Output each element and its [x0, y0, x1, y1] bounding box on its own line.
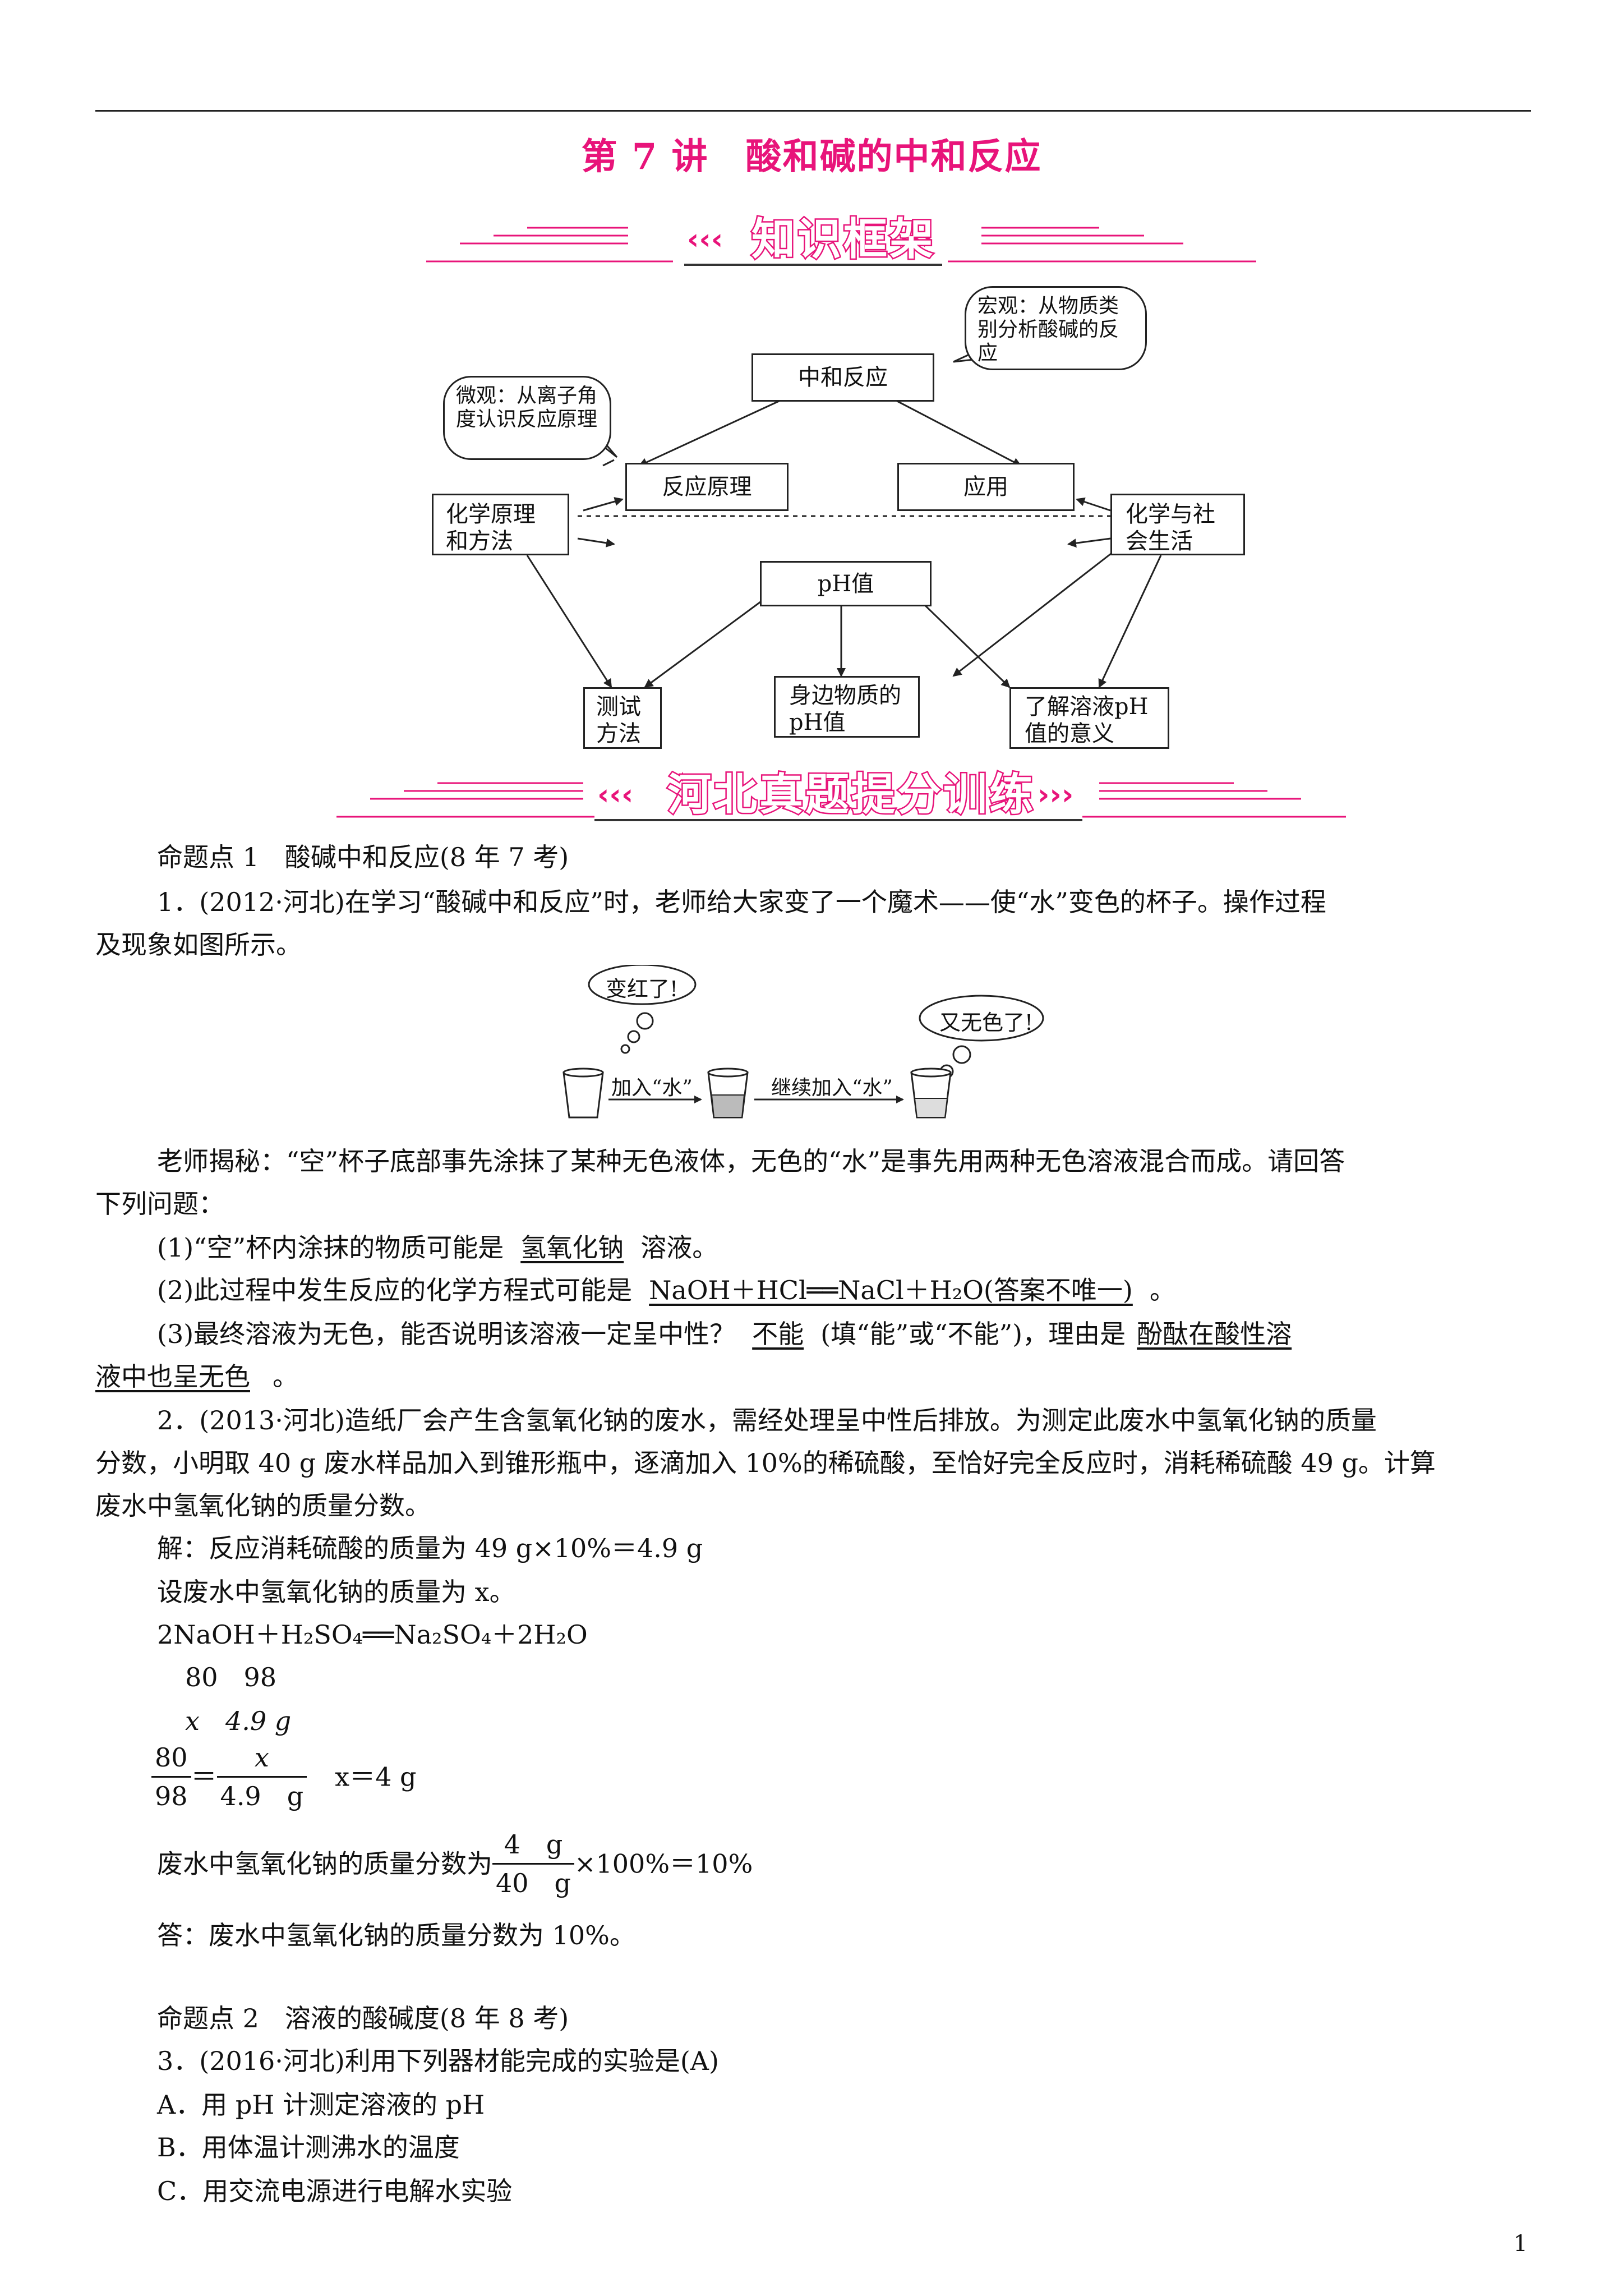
fraction-denominator: 40 g — [496, 1868, 571, 1898]
q1-part3-prompt: (3)最终溶液为无色，能否说明该溶液一定呈中性？ — [157, 1319, 736, 1349]
macro-bubble: 宏观：从物质类别分析酸碱的反应 — [965, 286, 1147, 370]
box-principle: 反应原理 — [625, 463, 789, 511]
fraction-numerator: 80 — [151, 1739, 191, 1778]
fraction-numerator: x — [216, 1739, 307, 1778]
q1-part1-suffix: 溶液。 — [640, 1232, 718, 1263]
q1-part3-cont: 液中也呈无色。 — [95, 1355, 298, 1398]
q1-part3-mid: (填“能”或“不能”)，理由是 — [820, 1319, 1126, 1349]
solution-answer: 答：废水中氢氧化钠的质量分数为 10%。 — [157, 1920, 635, 1950]
section-header-decoration: ‹‹‹ ››› — [426, 223, 1256, 266]
q1-part3-reason-cont: 液中也呈无色 — [95, 1361, 250, 1392]
micro-bubble: 微观：从离子角度认识反应原理 — [443, 376, 611, 460]
q1-line1: 1．(2012·河北)在学习“酸碱中和反应”时，老师给大家变了一个魔术——使“水… — [157, 887, 1326, 917]
section-title-training: 河北真题提分训练 — [666, 768, 1036, 822]
q2-line2: 分数，小明取 40 g 废水样品加入到锥形瓶中，逐滴加入 10%的稀硫酸，至恰好… — [95, 1448, 1436, 1478]
q1-reveal-line1: 老师揭秘：“空”杯子底部事先涂抹了某种无色液体，无色的“水”是事先用两种无色溶液… — [157, 1146, 1345, 1176]
question-point-1: 命题点 1 酸碱中和反应(8 年 7 考) — [157, 842, 569, 872]
section-header-training: ‹‹‹ ››› 河北真题提分训练 — [0, 763, 1623, 830]
q1-reveal-line2: 下列问题： — [95, 1189, 224, 1219]
q3-option-b: B．用体温计测沸水的温度 — [157, 2132, 460, 2162]
q1-part1-answer: 氢氧化钠 — [520, 1232, 624, 1263]
mass-fraction-prefix: 废水中氢氧化钠的质量分数为 — [157, 1848, 492, 1879]
box-ph-meaning: 了解溶液pH值的意义 — [1009, 687, 1169, 749]
lecture-title: 第 7 讲 酸和碱的中和反应 — [581, 136, 1042, 178]
box-chem-method: 化学原理和方法 — [432, 494, 569, 555]
box-neutralization: 中和反应 — [751, 353, 934, 402]
q1-part2-suffix: 。 — [1149, 1275, 1175, 1305]
q1-part1: (1)“空”杯内涂抹的物质可能是氢氧化钠溶液。 — [157, 1226, 718, 1269]
concept-diagram: 宏观：从物质类别分析酸碱的反应 微观：从离子角度认识反应原理 中和反应 反应原理… — [0, 269, 1623, 763]
section-header-decoration-2: ‹‹‹ ››› — [336, 778, 1346, 821]
box-surroundings-ph: 身边物质的pH值 — [774, 676, 920, 738]
solution-line1: 解：反应消耗硫酸的质量为 49 g×10%＝4.9 g — [157, 1533, 703, 1563]
section-title-framework: 知识框架 — [750, 213, 936, 266]
bubble-colorless: 又无色了! — [939, 1010, 1034, 1035]
solution-ratio-values: x 4.9 g — [185, 1706, 292, 1736]
fraction-numerator: 4 g — [492, 1826, 574, 1865]
question-point-2: 命题点 2 溶液的酸碱度(8 年 8 考) — [157, 2003, 569, 2033]
box-application: 应用 — [897, 463, 1075, 511]
fraction-denominator: 98 — [155, 1781, 188, 1811]
solution-equation: 2NaOH＋H₂SO₄══Na₂SO₄＋2H₂O — [157, 1619, 588, 1650]
section-header-framework: ‹‹‹ ››› 知识框架 — [0, 208, 1623, 275]
box-society: 化学与社会生活 — [1110, 494, 1245, 555]
magic-cup-illustration: 变红了! 又无色了! 加入“水” 继续加入“水” — [550, 965, 1122, 1128]
q2-line3: 废水中氢氧化钠的质量分数。 — [95, 1490, 431, 1521]
solution-ratio-masses: 80 98 — [185, 1662, 277, 1692]
q1-part3-answer: 不能 — [752, 1319, 804, 1349]
page-number: 1 — [1513, 2231, 1528, 2257]
svg-text:‹‹‹: ‹‹‹ — [597, 778, 633, 812]
step-continue-add-water: 继续加入“水” — [771, 1076, 893, 1099]
solution-line2: 设废水中氢氧化钠的质量为 x。 — [157, 1577, 515, 1607]
q1-part2: (2)此过程中发生反应的化学方程式可能是 NaOH＋HCl══NaCl＋H₂O(答… — [157, 1269, 1175, 1312]
step-add-water: 加入“水” — [611, 1076, 693, 1099]
solution-result: x＝4 g — [335, 1761, 417, 1792]
box-test-method: 测试方法 — [583, 687, 662, 749]
svg-text:›››: ››› — [1038, 778, 1073, 812]
q1-part1-prompt: (1)“空”杯内涂抹的物质可能是 — [157, 1232, 504, 1263]
q1-part2-answer: NaOH＋HCl══NaCl＋H₂O(答案不唯一) — [649, 1275, 1133, 1305]
top-rule — [95, 110, 1531, 112]
fraction-denominator: 4.9 g — [220, 1781, 304, 1811]
q3-option-c: C．用交流电源进行电解水实验 — [157, 2176, 513, 2206]
q1-part3: (3)最终溶液为无色，能否说明该溶液一定呈中性？ 不能 (填“能”或“不能”)，理由… — [157, 1313, 1292, 1355]
svg-text:›››: ››› — [897, 223, 933, 256]
cups-drawing — [562, 965, 1044, 1119]
bubble-red: 变红了! — [606, 977, 679, 1001]
q1-part2-prompt: (2)此过程中发生反应的化学方程式可能是 — [157, 1275, 633, 1305]
equals-sign: ＝ — [191, 1761, 217, 1792]
box-ph: pH值 — [760, 561, 932, 606]
mass-fraction-suffix: ×100%＝10% — [574, 1848, 753, 1879]
q1-line2: 及现象如图所示。 — [95, 930, 302, 960]
q1-part3-reason: 酚酞在酸性溶 — [1137, 1319, 1292, 1349]
svg-text:‹‹‹: ‹‹‹ — [687, 223, 723, 256]
q2-line1: 2．(2013·河北)造纸厂会产生含氢氧化钠的废水，需经处理呈中性后排放。为测定… — [157, 1405, 1377, 1435]
q3-option-a: A．用 pH 计测定溶液的 pH — [157, 2090, 485, 2120]
q3-stem: 3．(2016·河北)利用下列器材能完成的实验是(A) — [157, 2046, 719, 2076]
q1-part3-suffix: 。 — [273, 1361, 298, 1392]
